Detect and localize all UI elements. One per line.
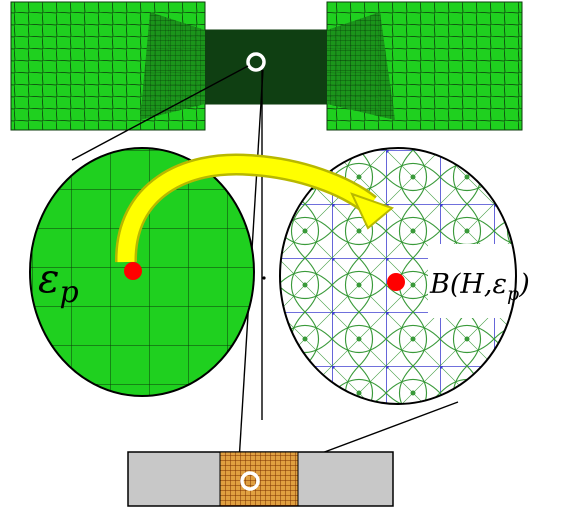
label-epsilon-right: ε xyxy=(493,269,508,300)
magnify-arrow xyxy=(114,153,394,263)
lattice-zoom-circle xyxy=(279,147,517,405)
material-point-dot xyxy=(124,262,142,280)
b-function-label: B(H,εp) xyxy=(429,269,530,305)
strain-label-left: εp xyxy=(38,256,79,310)
divider-dot xyxy=(262,276,266,280)
label-epsilon: ε xyxy=(38,256,59,302)
label-close-paren: ) xyxy=(518,269,530,300)
label-b-prefix: B(H, xyxy=(429,269,493,300)
mesh-zoom-circle xyxy=(29,147,255,397)
label-subscript-p-right: p xyxy=(507,283,519,305)
fe-specimen-mesh xyxy=(10,1,523,131)
material-point-dot-right xyxy=(387,273,405,291)
label-subscript-p: p xyxy=(59,275,78,310)
point-marker-ring-bottom xyxy=(240,471,260,491)
point-marker-ring xyxy=(246,52,266,72)
lattice-specimen-strip xyxy=(127,451,394,507)
specimen-neck xyxy=(205,30,327,104)
